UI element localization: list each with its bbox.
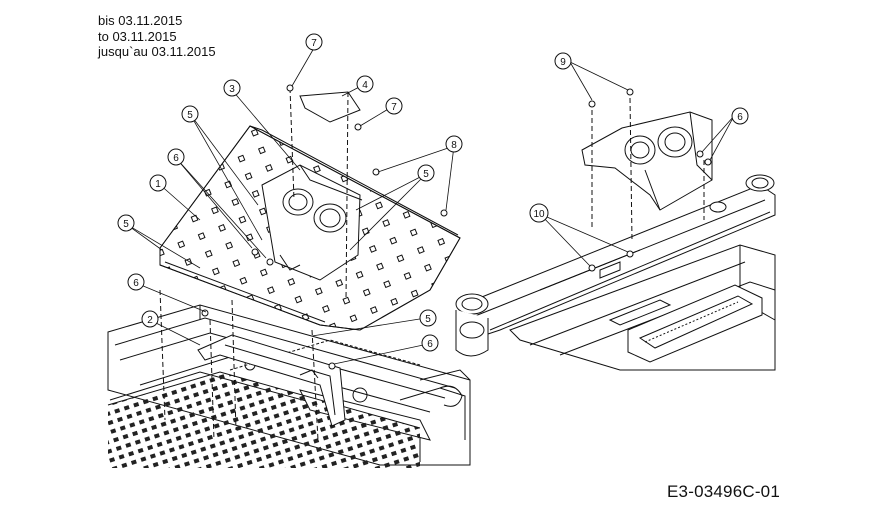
callout-9: 9: [554, 52, 572, 70]
svg-text:7: 7: [311, 38, 317, 49]
svg-text:7: 7: [391, 102, 397, 113]
callout-5-left: 5: [117, 214, 135, 232]
validity-note-de: bis 03.11.2015: [98, 13, 183, 28]
svg-text:4: 4: [362, 80, 368, 91]
callout-3: 3: [223, 79, 241, 97]
callout-7-top: 7: [305, 33, 323, 51]
svg-text:10: 10: [533, 209, 545, 220]
left-leader-dash-5b: [311, 329, 319, 441]
callout-5-console: 5: [417, 164, 435, 182]
validity-note-fr: jusqu`au 03.11.2015: [98, 44, 216, 59]
callout-4: 4: [356, 75, 374, 93]
callout-5-lower: 5: [419, 309, 437, 327]
left-assembly: [107, 47, 471, 468]
svg-text:8: 8: [451, 140, 457, 151]
svg-text:9: 9: [560, 57, 566, 68]
svg-text:5: 5: [187, 110, 193, 121]
svg-text:3: 3: [229, 84, 235, 95]
left-floor-grate: [108, 372, 420, 468]
validity-note: bis 03.11.2015 to 03.11.2015 jusqu`au 03…: [98, 13, 216, 60]
validity-note-en: to 03.11.2015: [98, 28, 177, 44]
callout-7-right: 7: [385, 97, 403, 115]
callout-10: 10: [529, 203, 549, 223]
svg-text:5: 5: [423, 169, 429, 180]
right-cross-beam: [455, 174, 776, 357]
left-leader-dash-5: [159, 289, 166, 421]
callout-6-left: 6: [127, 273, 145, 291]
callout-5-upper: 5: [181, 105, 199, 123]
svg-text:5: 5: [425, 314, 431, 325]
svg-text:6: 6: [737, 112, 743, 123]
left-leader-dash-6: [209, 319, 215, 441]
callout-bubbles: 7 4 7 3 5 6 1 8: [117, 33, 749, 352]
svg-text:5: 5: [123, 219, 129, 230]
callout-6-upper: 6: [167, 148, 185, 166]
left-leader-lines: [125, 47, 455, 365]
callout-1: 1: [149, 174, 167, 192]
left-leader-dash-7: [289, 87, 295, 201]
left-leader-dash-4: [345, 91, 349, 301]
right-frame: [509, 244, 776, 371]
part-2-bracket: [197, 334, 346, 427]
callout-2: 2: [141, 310, 159, 328]
right-assembly: [455, 61, 776, 371]
right-console: [581, 111, 713, 211]
document-code: E3-03496C-01: [667, 482, 780, 501]
callout-6-right: 6: [731, 107, 749, 125]
right-leader-lines: [539, 61, 735, 267]
svg-text:1: 1: [155, 179, 161, 190]
part-3-console: [261, 164, 363, 281]
callout-6-lower: 6: [421, 334, 439, 352]
right-handle: [627, 284, 763, 363]
left-leader-dash-2: [231, 299, 237, 431]
callout-8: 8: [445, 135, 463, 153]
svg-text:2: 2: [147, 315, 153, 326]
svg-text:6: 6: [427, 339, 433, 350]
part-4-cover: [299, 91, 361, 123]
svg-text:6: 6: [173, 153, 179, 164]
svg-text:6: 6: [133, 278, 139, 289]
